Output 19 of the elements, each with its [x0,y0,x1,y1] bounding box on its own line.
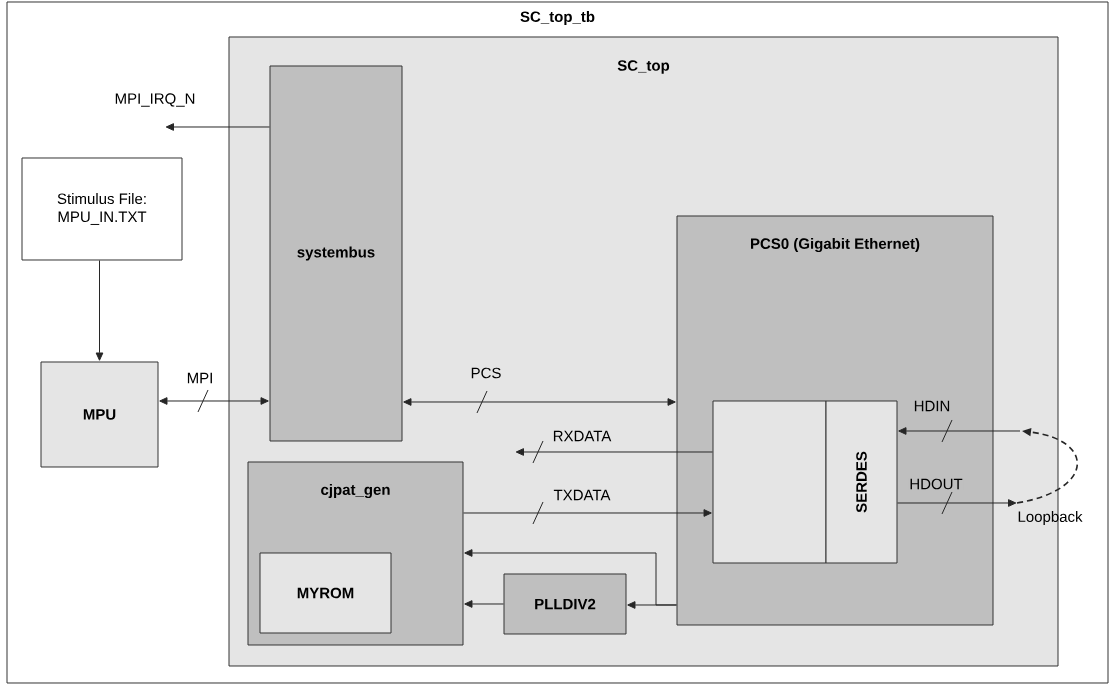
module-box: MYROM [259,552,392,634]
arrow [897,499,1017,507]
arrow [464,600,504,608]
arrow [463,509,712,517]
edge-label: MPI_IRQ_N [113,92,197,108]
arrow [627,601,677,609]
module-box: MPU [40,361,159,468]
loopback-label: Loopback [1018,511,1083,525]
arrow [159,397,269,405]
module-box: SERDES [825,400,898,564]
arrow [165,123,270,131]
module-box: systembus [269,65,403,442]
module-box [712,400,827,564]
arrow [95,260,104,361]
arrow [515,448,713,456]
arrow [898,427,1021,435]
module-box: PLLDIV2 [503,573,627,635]
arrow [403,398,676,406]
file-box: Stimulus File: MPU_IN.TXT [21,157,183,261]
